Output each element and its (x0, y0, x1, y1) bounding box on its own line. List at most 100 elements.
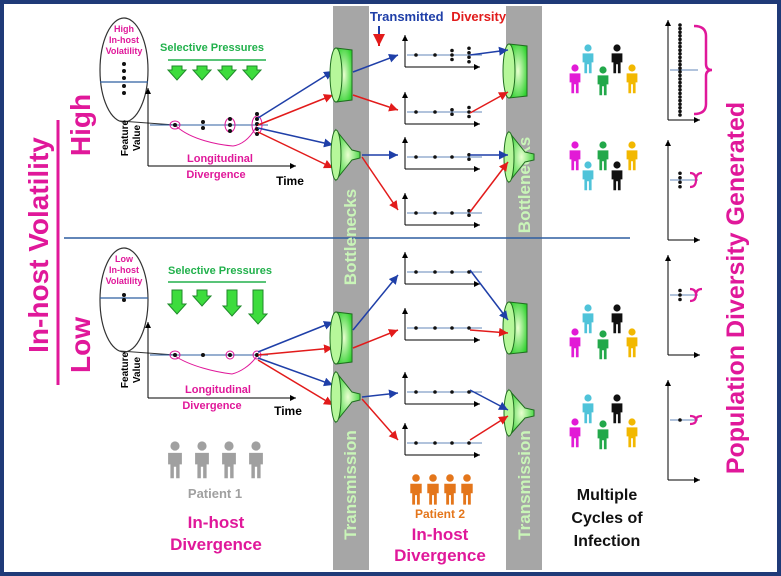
pop-dot (678, 95, 682, 99)
lower-dots (173, 353, 259, 357)
mini-dot (414, 390, 418, 394)
longitudinal-line-2: Divergence (182, 400, 241, 412)
person-icon (597, 420, 609, 450)
person-head (463, 474, 471, 482)
pop-dot (678, 34, 682, 38)
person-icon (461, 474, 473, 505)
person-icon (611, 161, 623, 191)
transmission-label-1: Transmission (341, 430, 360, 540)
person-body (611, 313, 623, 334)
person-icon (168, 441, 182, 479)
person-head (628, 64, 636, 72)
in-host-divergence-2-line-1: In-host (412, 525, 469, 544)
transmitted-heading: Transmitted Diversity (370, 9, 507, 24)
people-group (569, 44, 638, 96)
in-host-divergence-1-line-2: Divergence (170, 535, 262, 554)
person-body (611, 403, 623, 424)
person-icon (569, 328, 581, 358)
person-icon (597, 330, 609, 360)
person-body (569, 427, 581, 448)
pop-dot (678, 55, 682, 60)
person-body (461, 483, 473, 505)
person-body (597, 150, 609, 171)
selective-arrows (166, 289, 269, 325)
mini-dot (433, 390, 437, 394)
person-head (628, 418, 636, 426)
longitudinal-line-1: Longitudinal (185, 384, 251, 396)
upper-divergence-lines (169, 115, 263, 147)
mini-dot (433, 326, 437, 330)
pop-dot (678, 62, 682, 67)
mini-dot (467, 152, 471, 157)
person-body (569, 337, 581, 358)
person-icon (444, 474, 456, 505)
person-head (429, 474, 437, 482)
bubble-dots (122, 293, 126, 302)
mini-dot (467, 50, 471, 55)
patient1-people (168, 441, 263, 479)
mini-dot (450, 211, 454, 215)
person-head (584, 304, 592, 312)
person-head (628, 141, 636, 149)
person-icon (597, 66, 609, 96)
mini-dot (450, 441, 454, 445)
person-icon (195, 441, 209, 479)
person-icon (626, 64, 638, 94)
mini-plot (402, 92, 482, 127)
mini-dot (433, 270, 437, 274)
person-body (611, 53, 623, 74)
pop-dot (678, 288, 682, 293)
person-icon (611, 304, 623, 334)
pop-dot (678, 113, 682, 117)
person-body (410, 483, 422, 505)
bubble-line-2: In-host (109, 35, 139, 45)
mini-dot (467, 114, 471, 119)
mini-plot (402, 372, 482, 407)
pop-dot (678, 73, 682, 78)
mini-dot (450, 107, 454, 112)
diversity-brace (689, 287, 703, 303)
mini-dot (414, 110, 418, 114)
person-head (599, 330, 607, 338)
person-head (224, 441, 234, 451)
person-icon (569, 418, 581, 448)
person-icon (582, 304, 594, 334)
mini-dot (414, 326, 418, 330)
transmission-label-2: Transmission (515, 430, 534, 540)
mini-dot (467, 390, 471, 394)
person-head (251, 441, 261, 451)
pop-dot (678, 26, 682, 31)
person-head (197, 441, 207, 451)
person-body (626, 73, 638, 94)
person-head (446, 474, 454, 482)
pop-dot (678, 84, 682, 88)
person-body (427, 483, 439, 505)
mini-dot (450, 326, 454, 330)
mini-plot (402, 308, 482, 343)
mini-dot (467, 59, 471, 64)
person-head (571, 141, 579, 149)
in-host-divergence-1-line-1: In-host (188, 513, 245, 532)
person-icon (597, 141, 609, 171)
axis-title: In-host Volatility (23, 137, 54, 353)
high-label: High (65, 94, 96, 156)
pop-dot (678, 23, 682, 27)
person-icon (611, 394, 623, 424)
pop-dot (678, 77, 682, 81)
person-head (571, 418, 579, 426)
pop-dot (678, 59, 682, 63)
mini-dot (433, 155, 437, 159)
upper-panel: High In-host Volatility Selective Pressu… (99, 17, 334, 188)
upper-dots (173, 112, 259, 136)
person-icon (222, 441, 236, 479)
person-body (626, 337, 638, 358)
person-head (613, 44, 621, 52)
selective-pressures-label: Selective Pressures (160, 42, 264, 54)
pop-dot (678, 109, 682, 114)
pop-dot (678, 88, 682, 92)
diversity-brace (693, 24, 713, 116)
mini-plot (402, 423, 482, 458)
low-label: Low (65, 317, 96, 373)
person-body (626, 427, 638, 448)
